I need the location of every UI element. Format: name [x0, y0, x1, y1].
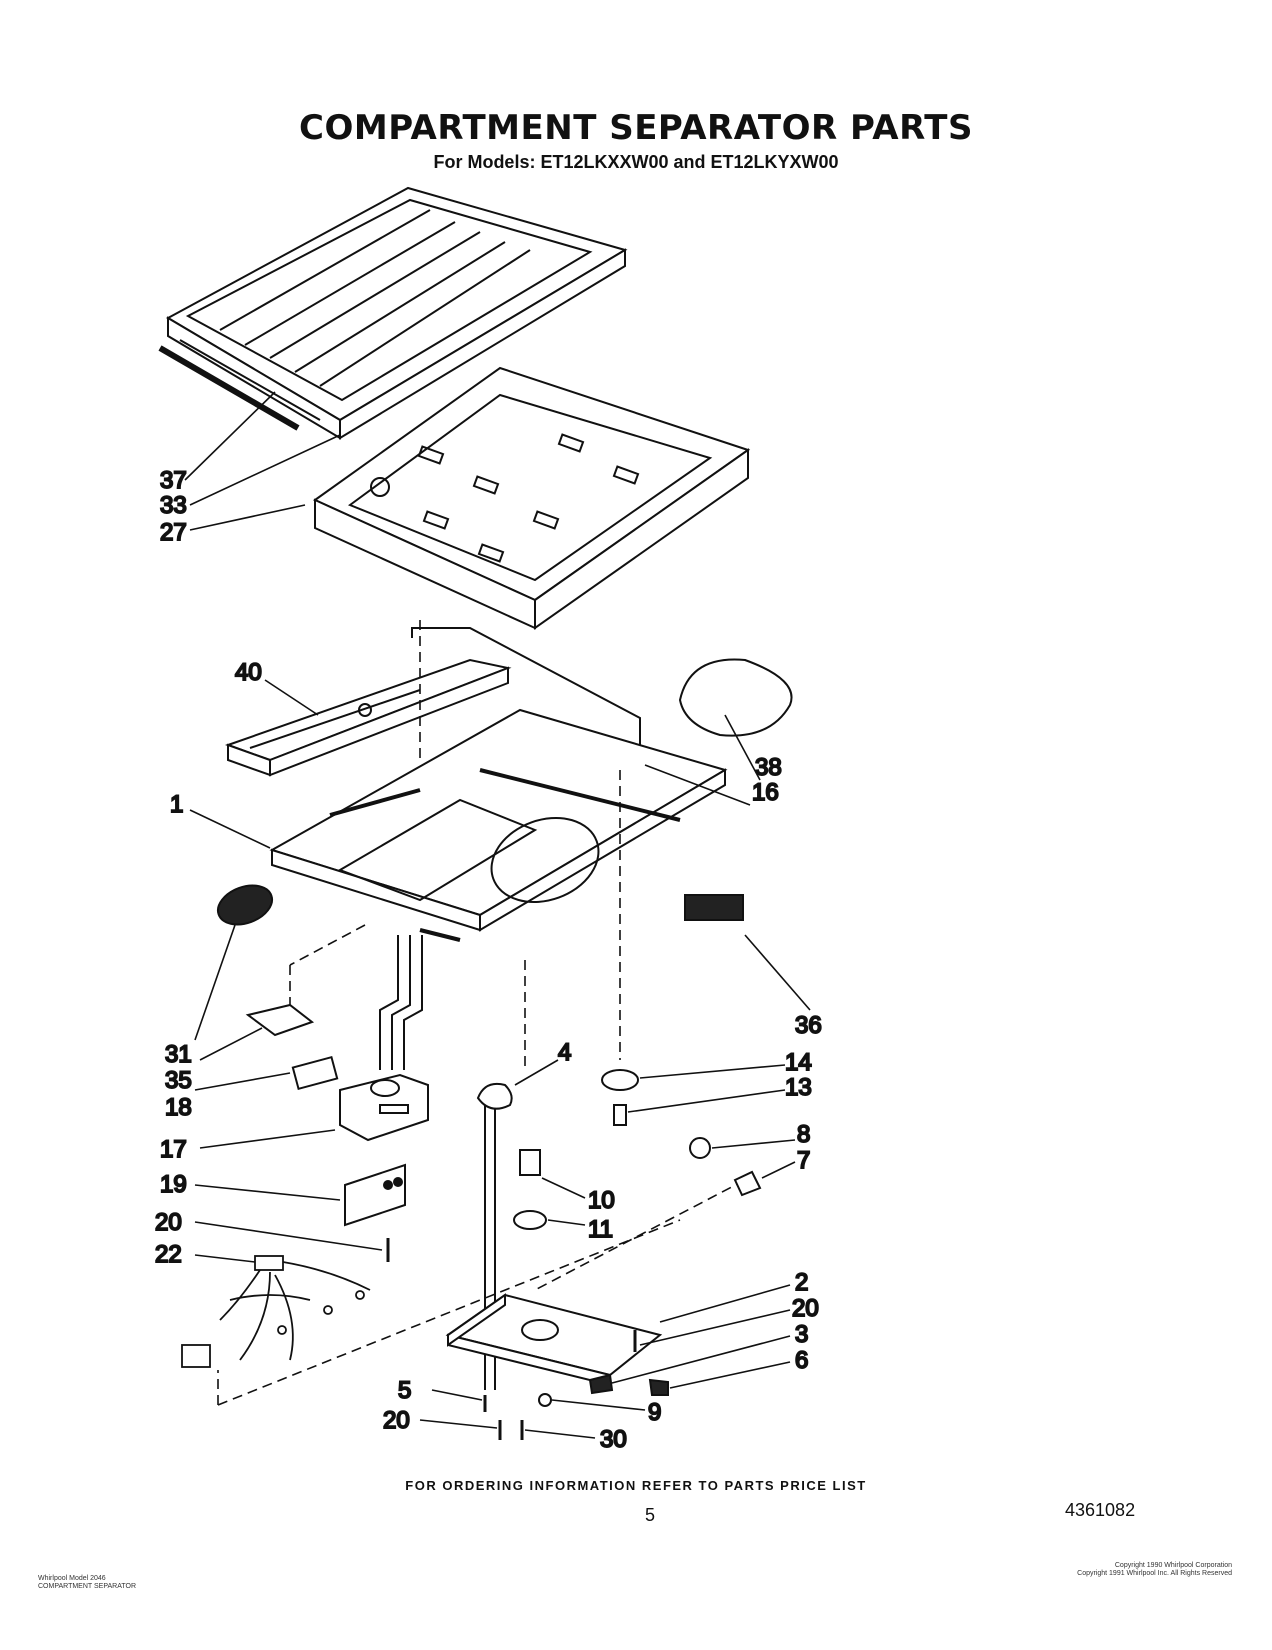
ordering-info-note: FOR ORDERING INFORMATION REFER TO PARTS … [405, 1478, 867, 1493]
callout-35: 35 [165, 1067, 192, 1094]
heater-wire [411, 627, 641, 760]
callout-2: 2 [795, 1269, 808, 1296]
callout-20-b: 20 [792, 1295, 819, 1322]
part-11 [513, 1210, 547, 1230]
callout-27: 27 [160, 519, 187, 546]
switch-35 [245, 1003, 315, 1037]
models-subtitle: For Models: ET12LKXXW00 and ET12LKYXW00 [433, 152, 839, 172]
part-14 [601, 1069, 639, 1091]
callout-3: 3 [795, 1321, 808, 1348]
callout-22: 22 [155, 1241, 182, 1268]
callout-4: 4 [558, 1039, 571, 1066]
callout-40: 40 [235, 659, 262, 686]
callout-1: 1 [170, 791, 183, 818]
callout-20-c: 20 [383, 1407, 410, 1434]
thermostat-housing [339, 1073, 429, 1142]
small-print-left-line-2: COMPARTMENT SEPARATOR [38, 1583, 137, 1590]
baffle [225, 658, 512, 777]
callout-37: 37 [160, 467, 187, 494]
callout-36: 36 [795, 1012, 822, 1039]
small-print-right: Copyright 1990 Whirlpool Corporation Cop… [1077, 1562, 1232, 1578]
gasket [678, 658, 793, 737]
callout-13: 13 [785, 1074, 812, 1101]
callout-33: 33 [160, 492, 187, 519]
callout-38: 38 [755, 754, 782, 781]
callout-31: 31 [165, 1041, 192, 1068]
callout-17: 17 [160, 1136, 187, 1163]
callout-19: 19 [160, 1171, 187, 1198]
cover-36 [684, 894, 744, 921]
control-knob [216, 884, 274, 926]
callout-18: 18 [165, 1094, 192, 1121]
callout-16: 16 [752, 779, 779, 806]
callout-30: 30 [600, 1426, 627, 1453]
damper-4 [476, 1082, 513, 1110]
callout-9: 9 [648, 1399, 661, 1426]
callout-10: 10 [588, 1187, 615, 1214]
part-13 [613, 1104, 627, 1126]
bracket-19 [344, 1163, 406, 1227]
wiring-harness [181, 1255, 371, 1368]
insulation-block [313, 366, 751, 630]
page-number: 5 [645, 1505, 656, 1525]
part-10 [519, 1149, 541, 1176]
small-print-left-line-1: Whirlpool Model 2046 [38, 1575, 106, 1582]
separator-plate [269, 708, 728, 942]
callout-20-a: 20 [155, 1209, 182, 1236]
document-number: 4361082 [1065, 1500, 1136, 1520]
shelf-tray [158, 186, 628, 440]
callout-5: 5 [398, 1377, 411, 1404]
small-print-right-line-2: Copyright 1991 Whirlpool Inc. All Rights… [1077, 1570, 1232, 1577]
small-print-right-line-1: Copyright 1990 Whirlpool Corporation [1114, 1562, 1232, 1569]
small-print-left: Whirlpool Model 2046 COMPARTMENT SEPARAT… [38, 1575, 136, 1591]
callout-11: 11 [588, 1216, 613, 1243]
base-bracket [445, 1293, 663, 1387]
callout-7: 7 [797, 1147, 810, 1174]
light-socket [733, 1170, 762, 1197]
page-title: COMPARTMENT SEPARATOR PARTS [299, 108, 973, 148]
light-bulb [689, 1137, 711, 1159]
callout-6: 6 [795, 1347, 808, 1374]
indicator-18 [291, 1055, 339, 1091]
callout-8: 8 [797, 1121, 810, 1148]
callout-14: 14 [785, 1049, 812, 1076]
